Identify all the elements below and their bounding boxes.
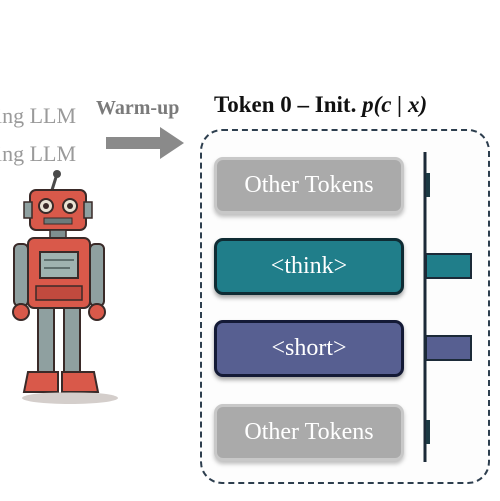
probability-bar-short-2 bbox=[425, 335, 472, 361]
robot-illustration bbox=[12, 170, 118, 404]
probability-bar-think-1 bbox=[425, 253, 472, 279]
right-arrow-icon bbox=[106, 127, 184, 159]
panel-title-text: Token 0 – Init. bbox=[214, 92, 363, 117]
model-label-1: ing LLM bbox=[0, 103, 77, 128]
probability-bar-other-3 bbox=[426, 420, 430, 444]
token-other-bottom: Other Tokens bbox=[214, 404, 404, 461]
warmup-label: Warm-up bbox=[96, 97, 180, 119]
probability-bar-other-0 bbox=[426, 173, 430, 197]
token-short: <short> bbox=[214, 320, 404, 377]
model-label-2: ing LLM bbox=[0, 141, 77, 166]
token-think: <think> bbox=[214, 238, 404, 295]
panel-title: Token 0 – Init. p(c | x) bbox=[214, 92, 427, 118]
panel-title-math: p(c | x) bbox=[362, 92, 428, 117]
token-other-top: Other Tokens bbox=[214, 157, 404, 214]
probability-bars bbox=[423, 152, 472, 462]
